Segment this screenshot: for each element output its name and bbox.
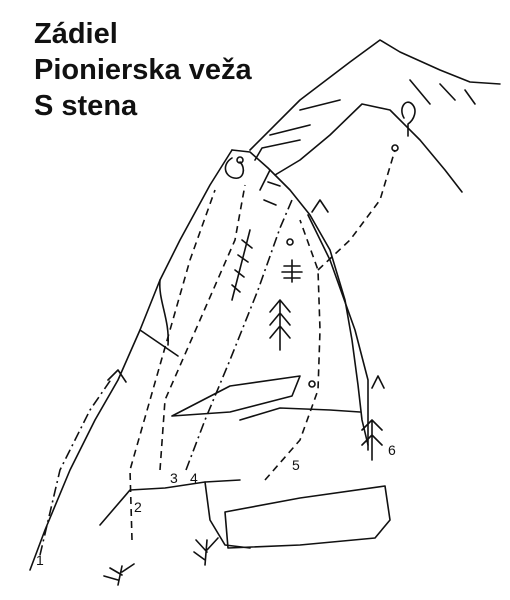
route-2-line xyxy=(129,189,216,541)
title-location: Zádiel xyxy=(34,18,118,50)
title-block: Zádiel Pionierska veža S stena xyxy=(34,16,252,124)
direction-arrows xyxy=(107,169,385,461)
route-1-line xyxy=(39,377,113,556)
route-label-5: 5 xyxy=(292,457,300,473)
tree-summit-icon xyxy=(401,101,416,137)
route-lines xyxy=(39,149,396,556)
route-label-4: 4 xyxy=(190,470,198,486)
bush-left-icon xyxy=(103,563,135,586)
route-6-line xyxy=(307,214,369,451)
route-4-line xyxy=(185,199,293,471)
title-face: S stena xyxy=(34,90,138,122)
route-label-3: 3 xyxy=(170,470,178,486)
bush-right-icon xyxy=(193,537,219,566)
route-labels: 1 2 3 4 5 6 xyxy=(36,442,396,568)
title-tower: Pionierska veža xyxy=(34,54,252,86)
route-exit-line xyxy=(317,149,396,271)
route-3-line xyxy=(159,184,246,471)
tree-icon xyxy=(281,259,303,283)
route-5-line xyxy=(264,219,321,481)
tower-outline xyxy=(29,149,369,571)
route-label-2: 2 xyxy=(134,499,142,515)
route-label-6: 6 xyxy=(388,442,396,458)
ledges xyxy=(99,329,391,549)
belay-stations xyxy=(236,144,399,388)
route-label-1: 1 xyxy=(36,552,44,568)
ridge-outline xyxy=(249,39,501,193)
